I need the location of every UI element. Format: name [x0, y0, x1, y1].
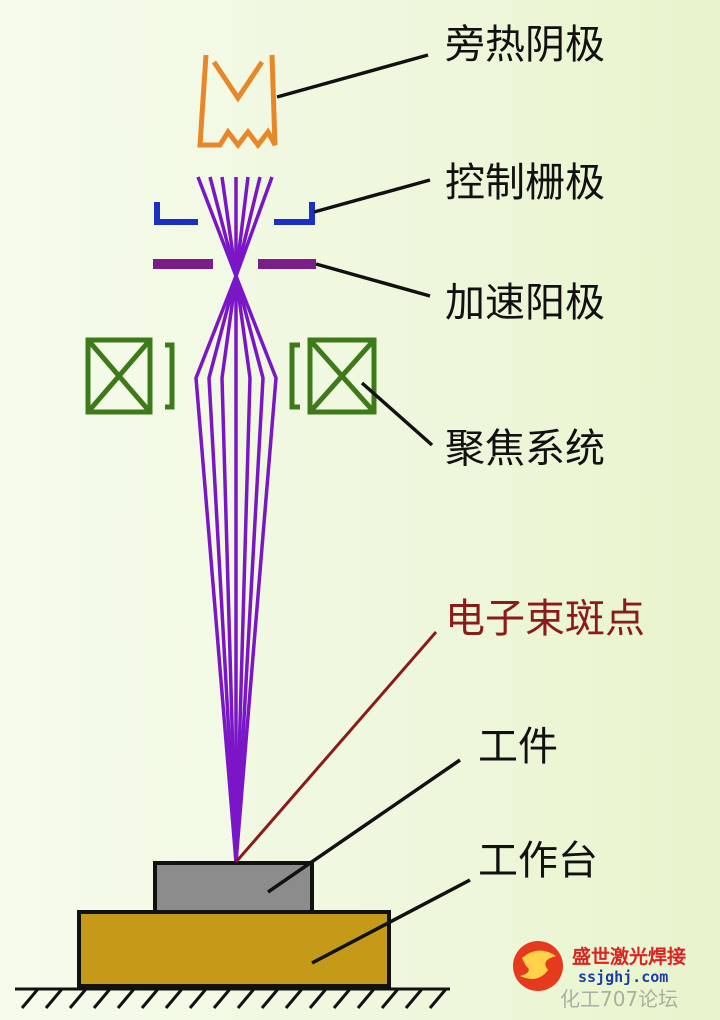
anode-shape	[153, 259, 316, 269]
leader-anode	[315, 262, 431, 298]
label-cathode: 旁热阴极	[445, 22, 605, 68]
leader-cathode	[276, 53, 429, 99]
watermark-logo-icon	[513, 941, 563, 991]
leader-workpiece	[267, 758, 461, 894]
label-workpiece: 工件	[478, 724, 558, 770]
leader-control-grid	[313, 178, 431, 214]
watermark-company: 盛世激光焊接	[572, 945, 686, 968]
leader-beam-spot	[234, 631, 438, 863]
leader-lines	[267, 53, 471, 965]
cathode-shape	[197, 54, 278, 150]
focus-coil-right	[289, 337, 377, 415]
watermark-url: ssjghj.com	[578, 968, 668, 986]
leader-table	[311, 878, 471, 965]
label-worktable: 工作台	[478, 838, 598, 884]
workpiece	[153, 861, 314, 914]
watermark-faint-text: 化工707论坛	[560, 987, 678, 1011]
electron-beam	[194, 176, 278, 863]
label-beam-spot: 电子束斑点	[445, 596, 645, 642]
ground-hatch	[15, 987, 450, 1009]
label-control-grid: 控制栅极	[445, 160, 605, 206]
worktable	[77, 910, 391, 988]
control-grid-shape	[154, 202, 315, 225]
label-focus-system: 聚焦系统	[445, 426, 605, 472]
focus-coil-left	[85, 337, 175, 415]
leader-focus	[360, 381, 434, 447]
label-anode: 加速阳极	[445, 280, 605, 326]
